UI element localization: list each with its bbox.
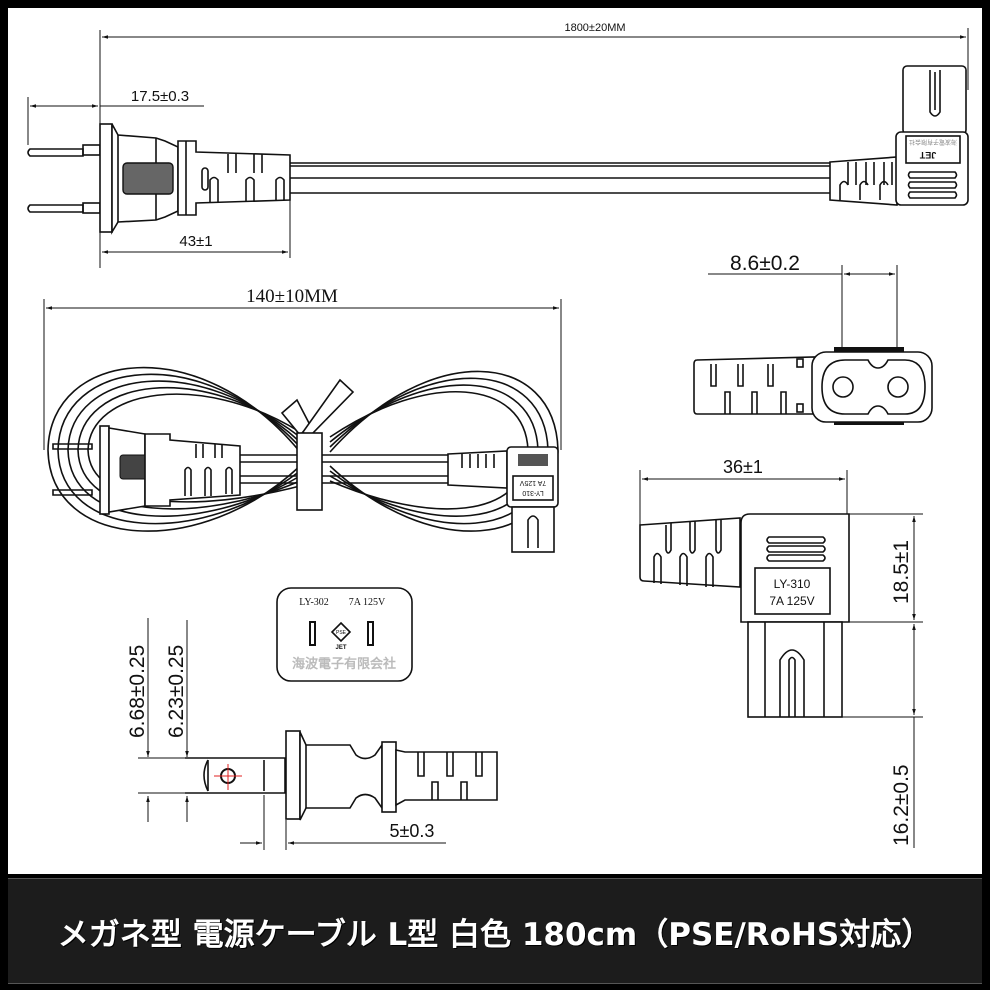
coiled-view: 140±10MM (43, 286, 562, 553)
pin-pitch-label: 8.6±0.2 (730, 252, 800, 275)
connector-height-lower-label: 16.2±0.5 (890, 764, 913, 846)
pin-dimension-outer: 6.68±0.25 (126, 618, 190, 822)
coiled-plug (52, 425, 241, 515)
pin-detail: 6.68±0.25 6.23±0.25 (126, 618, 498, 850)
connector-front-view: 8.6±0.2 (693, 252, 933, 425)
product-title: メガネ型 電源ケーブル L型 白色 180cm（PSE/RoHS対応） (57, 916, 933, 953)
pin-inner-label: 6.23±0.25 (165, 645, 188, 738)
plug-length-dimension: 43±1 (102, 158, 291, 258)
overall-length-dimension: 1800±20MM (99, 22, 969, 268)
coiled-connector-label-rating: 7A 125V (519, 479, 546, 486)
pin-dimension-inner: 6.23±0.25 (165, 620, 189, 822)
plug-body (27, 123, 291, 235)
pin-length-label: 17.5±0.3 (131, 88, 189, 105)
plug-face: LY-302 7A 125V PSE JET 海波電子有限会社 (276, 587, 413, 682)
right-connector: JET 海波電子有限会社 (829, 65, 969, 206)
cable (290, 162, 830, 194)
twist-tie (280, 378, 355, 511)
pin-offset-dimension: 5±0.3 (240, 795, 446, 850)
plug-face-mark-sub: JET (335, 645, 346, 651)
connector-height-upper-label: 18.5±1 (890, 540, 913, 604)
connector-width-label: 36±1 (723, 457, 763, 477)
connector-label-jet: JET (919, 150, 936, 160)
pin-outer-label: 6.68±0.25 (126, 645, 149, 738)
bundle-width-label: 140±10MM (246, 286, 338, 307)
connector-width-dimension: 36±1 (639, 457, 848, 528)
top-view-cable: 1800±20MM 17.5±0.3 (27, 22, 969, 268)
plug-length-label: 43±1 (179, 233, 212, 250)
coiled-connector-label-model: LY-310 (522, 489, 544, 496)
pin-length-dimension: 17.5±0.3 (27, 88, 204, 145)
plug-face-rating: 7A 125V (349, 597, 386, 608)
connector-side-view: 36±1 LY-310 7A 125V (639, 457, 923, 848)
pin-offset-label: 5±0.3 (390, 821, 435, 841)
overall-length-label: 1800±20MM (564, 22, 625, 34)
plug-face-mark: PSE (336, 630, 347, 636)
bundle-width-dimension: 140±10MM (43, 286, 562, 450)
technical-drawing: 1800±20MM 17.5±0.3 (8, 8, 982, 874)
connector-side-rating: 7A 125V (769, 594, 814, 608)
connector-height-dimensions: 18.5±1 16.2±0.5 (842, 513, 923, 848)
connector-label-maker: 海波電子有限会社 (909, 138, 957, 146)
connector-side-model: LY-310 (774, 577, 811, 591)
plug-face-maker: 海波電子有限会社 (292, 656, 396, 671)
plug-face-model: LY-302 (299, 597, 329, 608)
title-banner: メガネ型 電源ケーブル L型 白色 180cm（PSE/RoHS対応） (8, 878, 982, 984)
coiled-connector: LY-310 7A 125V (447, 446, 559, 553)
